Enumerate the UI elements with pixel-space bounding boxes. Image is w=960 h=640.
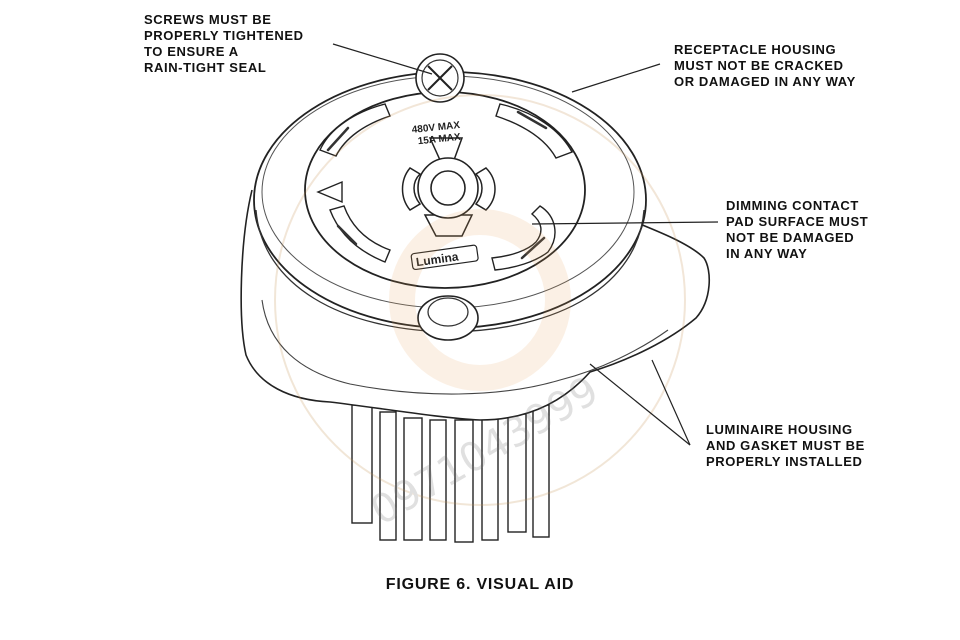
callout-screws: SCREWS MUST BE PROPERLY TIGHTENED TO ENS… [144,12,304,76]
callout-dimming-line: IN ANY WAY [726,246,808,261]
figure-caption: FIGURE 6. VISUAL AID [385,576,575,593]
callout-screws-line: TO ENSURE A [144,44,239,59]
screw-head [415,53,465,103]
dimming-contact-pads [319,103,574,271]
callout-receptacle-line: MUST NOT BE CRACKED [674,58,844,73]
callout-luminaire-line: LUMINAIRE HOUSING [706,422,853,437]
leader-lines [332,43,719,446]
callout-dimming-line: NOT BE DAMAGED [726,230,855,245]
gasket-line [261,299,669,395]
screw-boss [417,295,479,341]
alignment-triangle [316,180,343,204]
brand-logo: Lumina [410,244,479,271]
rating-line-1: 480V MAX [411,120,461,136]
callout-luminaire-line: PROPERLY INSTALLED [706,454,863,469]
callout-dimming-line: DIMMING CONTACT [726,198,859,213]
callout-receptacle-line: RECEPTACLE HOUSING [674,42,837,57]
callout-receptacle: RECEPTACLE HOUSING MUST NOT BE CRACKED O… [674,42,856,90]
callout-screws-line: RAIN-TIGHT SEAL [144,60,267,75]
contact-markings [326,110,548,260]
callout-screws-line: PROPERLY TIGHTENED [144,28,304,43]
callout-screws-line: SCREWS MUST BE [144,12,272,27]
callout-receptacle-line: OR DAMAGED IN ANY WAY [674,74,856,89]
callout-luminaire: LUMINAIRE HOUSING AND GASKET MUST BE PRO… [706,422,865,470]
rating-line-2: 15A MAX [417,132,461,147]
brand-logo-text: Lumina [415,249,460,269]
callout-dimming: DIMMING CONTACT PAD SURFACE MUST NOT BE … [726,198,868,262]
center-hub-inner [430,170,466,206]
callout-dimming-line: PAD SURFACE MUST [726,214,869,229]
receptacle-slots [401,137,496,237]
callout-luminaire-line: AND GASKET MUST BE [706,438,865,453]
luminaire-fins [351,404,550,543]
